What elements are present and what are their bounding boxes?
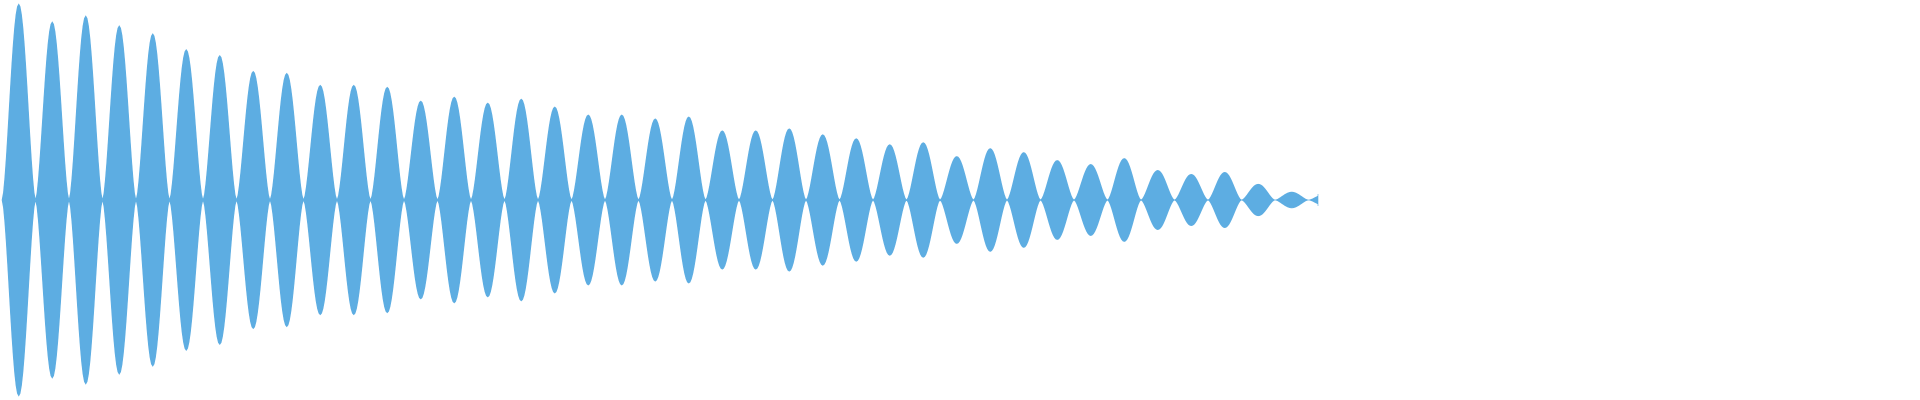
waveform-shape: [1, 3, 1319, 397]
